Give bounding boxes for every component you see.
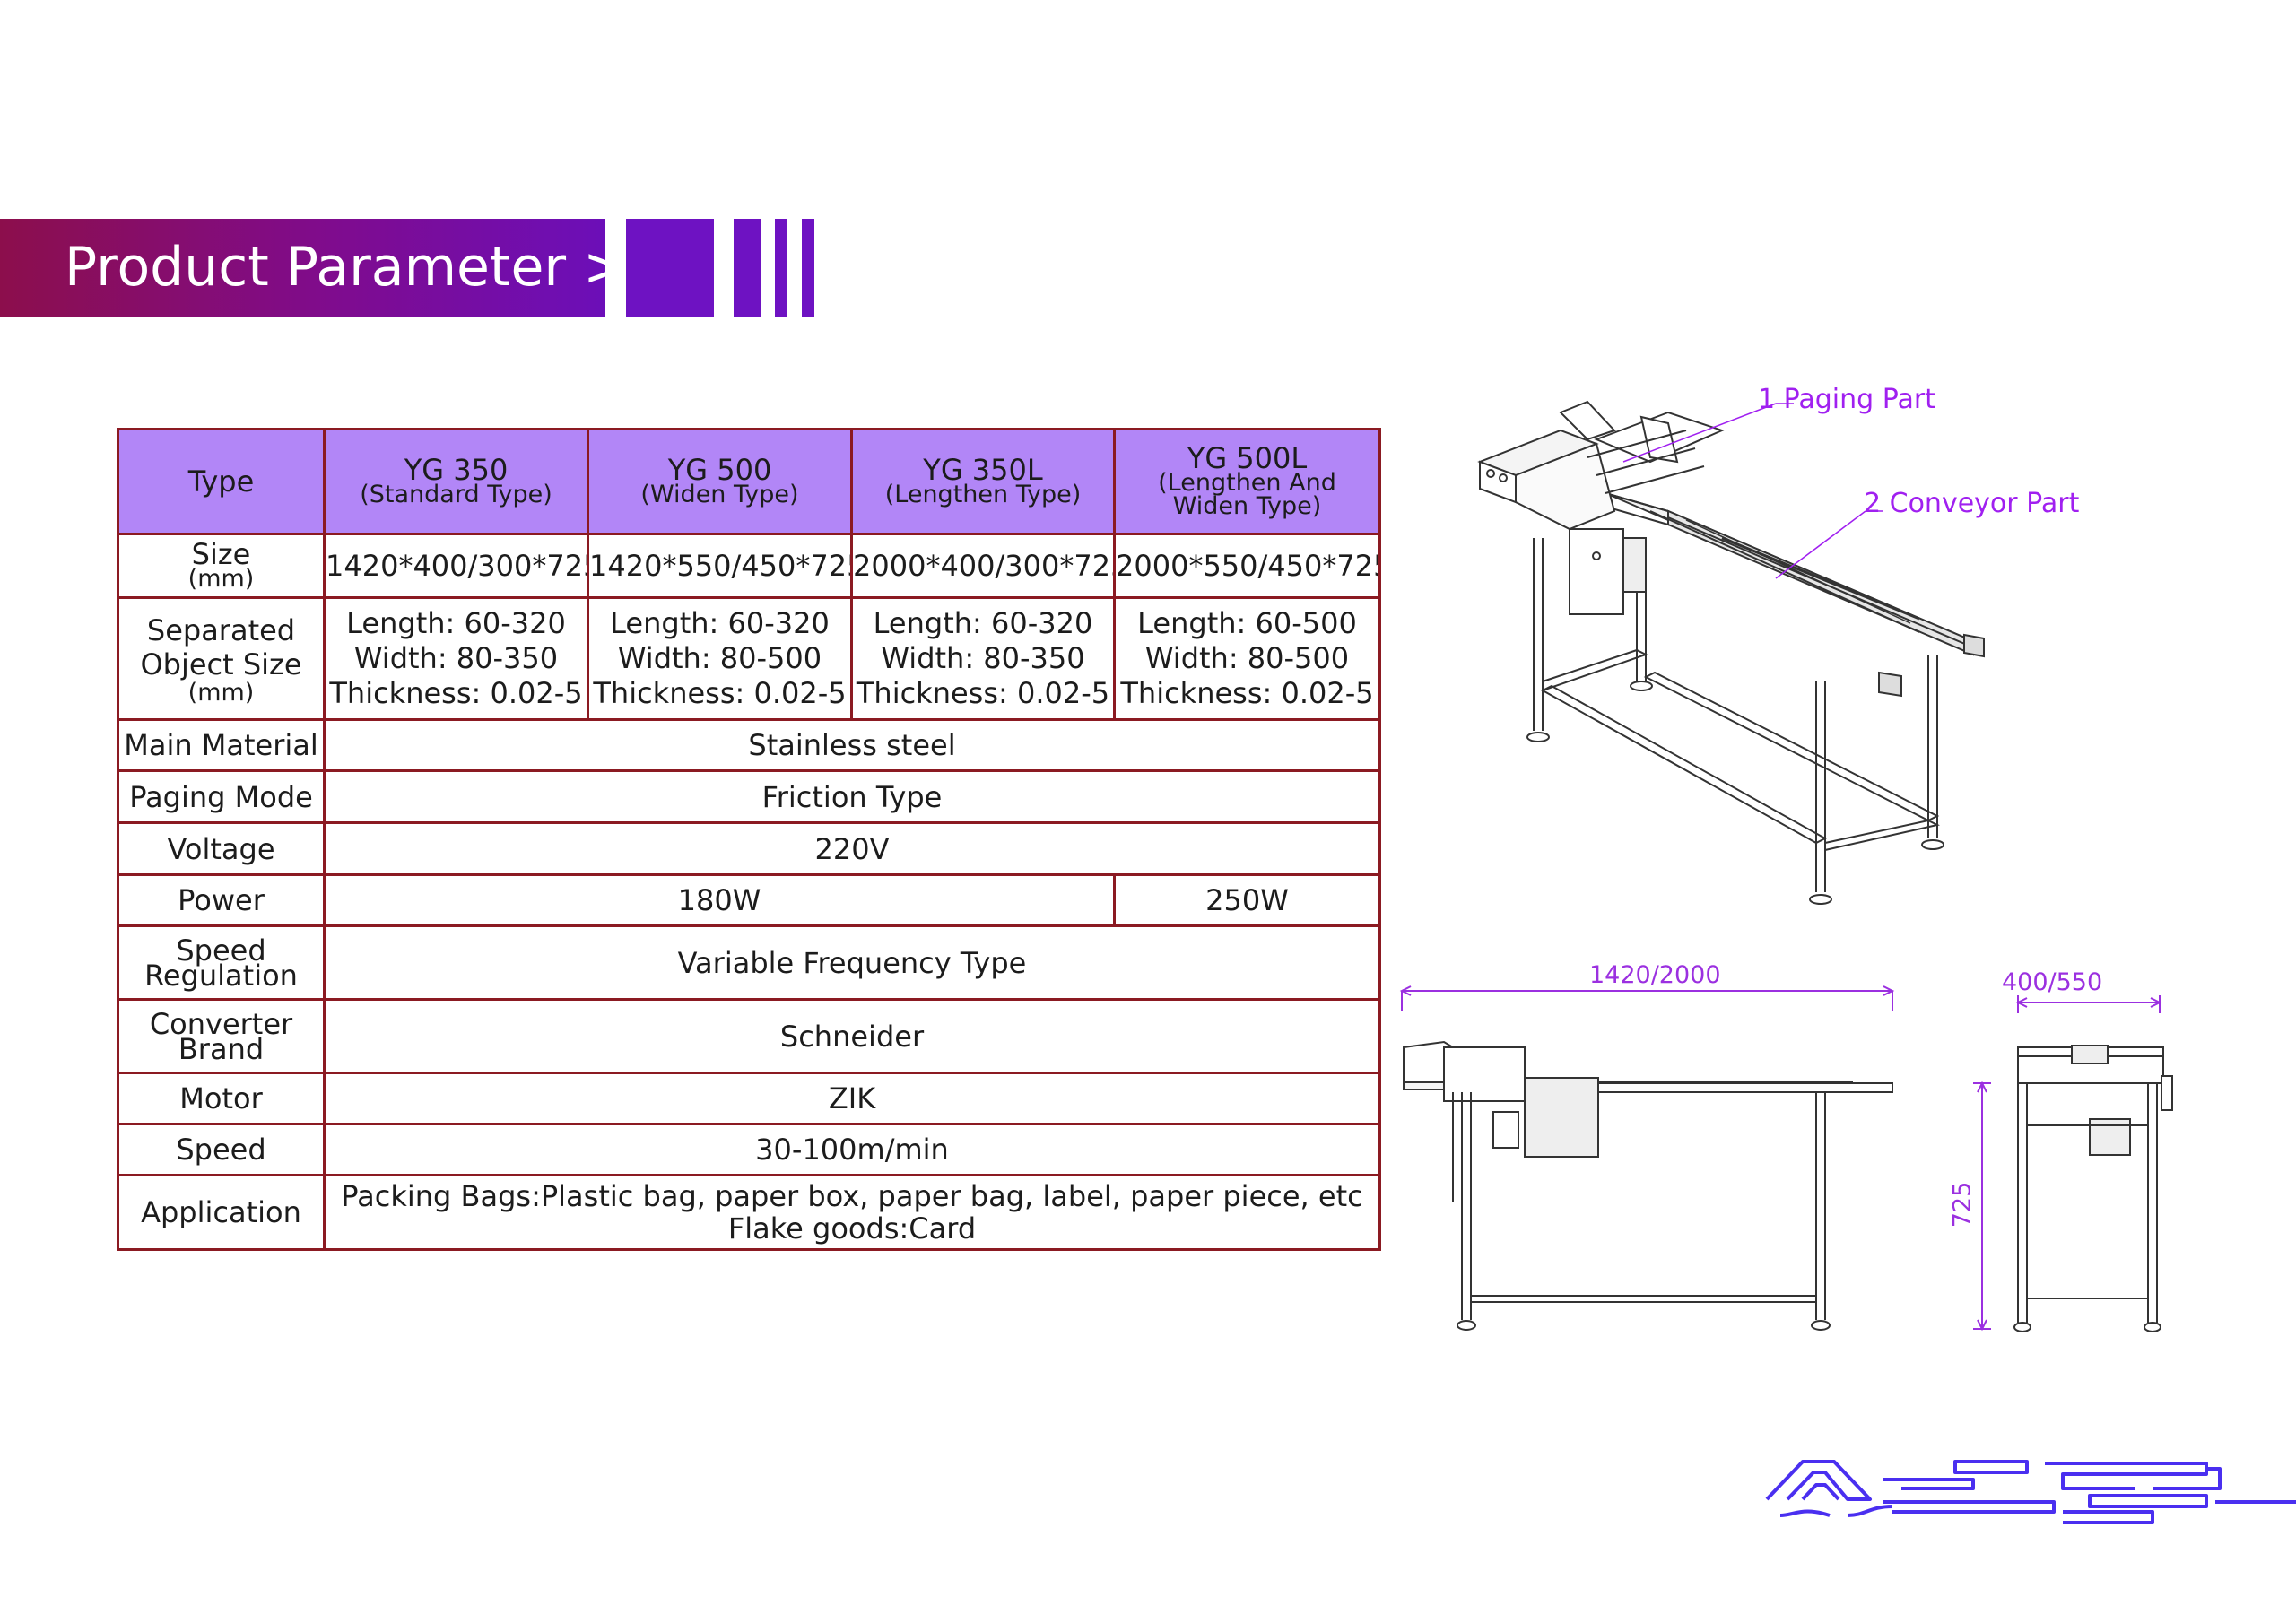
speed-value: 30-100m/min: [323, 1123, 1381, 1176]
product-parameter-table: Type YG 350(Standard Type) YG 500(Widen …: [117, 428, 1381, 1251]
converter-brand-value: Schneider: [323, 998, 1381, 1074]
application-value: Packing Bags:Plastic bag, paper box, pap…: [323, 1174, 1381, 1251]
machine-front-view-drawing: [1973, 995, 2173, 1332]
decorative-block: [626, 219, 714, 317]
machine-isometric-drawing: [1477, 400, 1985, 905]
row-label-speed: Speed: [117, 1123, 326, 1176]
size-value: 2000*400/300*725: [850, 533, 1116, 599]
power-value: 180W: [323, 873, 1116, 927]
dimension-height-label: 725: [1948, 1181, 1977, 1228]
voltage-value: 220V: [323, 821, 1381, 876]
power-value: 250W: [1113, 873, 1381, 927]
footer-decoration: [4, 1460, 2296, 1524]
table-row: Type YG 350(Standard Type) YG 500(Widen …: [117, 428, 1381, 535]
row-label-size: Size(mm): [117, 533, 326, 599]
section-header-band: [0, 219, 605, 317]
decorative-bar: [802, 219, 814, 317]
table-row: Size(mm) 1420*400/300*725 1420*550/450*7…: [117, 533, 1381, 599]
main-material-value: Stainless steel: [323, 718, 1381, 772]
size-value: 1420*550/450*725: [587, 533, 853, 599]
callout-paging-part: 1 Paging Part: [1758, 384, 1935, 415]
table-row: Application Packing Bags:Plastic bag, pa…: [117, 1174, 1381, 1251]
decorative-bar: [775, 219, 787, 317]
table-row: Power 180W 250W: [117, 873, 1381, 927]
company-logo-icon: [1765, 1460, 2296, 1524]
row-label-main-material: Main Material: [117, 718, 326, 772]
row-label-type: Type: [117, 428, 326, 535]
row-label-paging-mode: Paging Mode: [117, 769, 326, 824]
speed-regulation-value: Variable Frequency Type: [323, 924, 1381, 1001]
machine-side-view-drawing: [1399, 985, 1895, 1331]
table-row: Voltage 220V: [117, 821, 1381, 876]
row-label-power: Power: [117, 873, 326, 927]
model-header-yg350: YG 350(Standard Type): [323, 428, 589, 535]
callout-conveyor-part: 2 Conveyor Part: [1864, 488, 2080, 519]
table-row: Main Material Stainless steel: [117, 718, 1381, 772]
row-label-motor: Motor: [117, 1072, 326, 1125]
callout-leader: [1622, 403, 1777, 463]
row-label-voltage: Voltage: [117, 821, 326, 876]
paging-mode-value: Friction Type: [323, 769, 1381, 824]
motor-value: ZIK: [323, 1072, 1381, 1125]
section-title: Product Parameter >>: [65, 236, 674, 299]
table-row: Paging Mode Friction Type: [117, 769, 1381, 824]
size-value: 1420*400/300*725: [323, 533, 589, 599]
row-label-application: Application: [117, 1174, 326, 1251]
dimension-length-label: 1420/2000: [1589, 961, 1721, 989]
model-header-yg350l: YG 350L(Lengthen Type): [850, 428, 1116, 535]
decorative-bar: [734, 219, 761, 317]
model-header-yg500: YG 500(Widen Type): [587, 428, 853, 535]
size-value: 2000*550/450*725: [1113, 533, 1381, 599]
dimension-width-label: 400/550: [2002, 968, 2103, 996]
table-row: Motor ZIK: [117, 1072, 1381, 1125]
callout-leader: [1775, 510, 1866, 579]
table-row: Speed 30-100m/min: [117, 1123, 1381, 1176]
